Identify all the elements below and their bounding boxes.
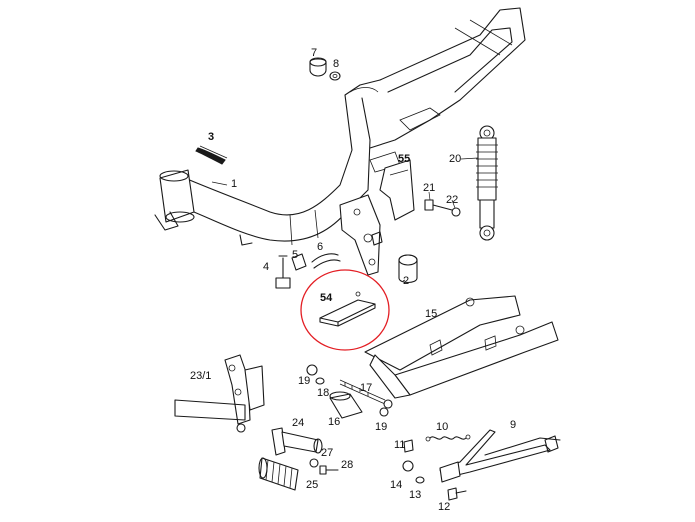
bolt-part-28 bbox=[319, 465, 339, 475]
bolt-part-4 bbox=[275, 255, 291, 289]
label-2: 2 bbox=[403, 275, 409, 287]
shock-absorber-part-20 bbox=[476, 125, 498, 241]
washer-part-8 bbox=[329, 71, 341, 81]
label-1: 1 bbox=[231, 178, 237, 190]
footrest-bracket-part-23-1 bbox=[174, 354, 265, 433]
spacer-part-5 bbox=[291, 253, 307, 271]
washer-part-13 bbox=[415, 476, 425, 484]
bracket-part-55 bbox=[379, 159, 415, 221]
label-22: 22 bbox=[446, 194, 458, 206]
label-6: 6 bbox=[317, 241, 323, 253]
bolt-part-21 bbox=[424, 199, 453, 211]
nut-part-27 bbox=[309, 458, 319, 468]
nut-part-22 bbox=[451, 207, 461, 217]
label-13: 13 bbox=[409, 489, 421, 501]
label-23-1: 23/1 bbox=[190, 370, 211, 382]
bolt-part-11 bbox=[403, 439, 414, 453]
label-21: 21 bbox=[423, 182, 435, 194]
label-10: 10 bbox=[436, 421, 448, 433]
footrest-peg-part-24 bbox=[271, 427, 323, 456]
label-15: 15 bbox=[425, 308, 437, 320]
label-5: 5 bbox=[292, 249, 298, 261]
nut-part-14 bbox=[402, 460, 414, 472]
part-labels: 1 2 3 4 5 6 7 8 9 10 11 12 13 14 15 16 1… bbox=[190, 47, 516, 513]
label-20: 20 bbox=[449, 153, 461, 165]
footrest-rubber-part-25 bbox=[258, 457, 299, 491]
bracket-part-6 bbox=[339, 194, 383, 276]
plate-part-54 bbox=[319, 291, 376, 327]
nut-part-19-top bbox=[306, 364, 318, 376]
highlight-circle-54 bbox=[300, 269, 390, 351]
washer-part-18 bbox=[315, 377, 325, 385]
spring-part-10 bbox=[425, 434, 471, 442]
label-7: 7 bbox=[311, 47, 317, 59]
label-28: 28 bbox=[341, 459, 353, 471]
bolt-part-17 bbox=[339, 379, 393, 409]
cap-part-7 bbox=[309, 57, 327, 77]
bushing-part-2 bbox=[398, 254, 418, 284]
label-11: 11 bbox=[394, 439, 405, 451]
nut-part-19-bottom bbox=[379, 407, 389, 417]
swing-arm-part-15 bbox=[364, 295, 559, 399]
bolt-part-12 bbox=[447, 487, 467, 501]
rubber-part-3 bbox=[195, 145, 228, 165]
label-14: 14 bbox=[390, 479, 402, 491]
label-27: 27 bbox=[321, 447, 333, 459]
label-4: 4 bbox=[263, 261, 269, 273]
label-19-bottom: 19 bbox=[375, 421, 387, 433]
leader-lines bbox=[211, 157, 479, 282]
side-stand-part-9 bbox=[439, 429, 561, 483]
hose-part-6-clip bbox=[311, 253, 341, 269]
label-55: 55 bbox=[398, 153, 410, 165]
label-18: 18 bbox=[317, 387, 329, 399]
label-16: 16 bbox=[328, 416, 340, 428]
label-3: 3 bbox=[208, 131, 214, 143]
label-8: 8 bbox=[333, 58, 339, 70]
label-54: 54 bbox=[320, 292, 333, 304]
pivot-tube-part-16 bbox=[329, 391, 363, 419]
label-17: 17 bbox=[360, 382, 372, 394]
label-9: 9 bbox=[510, 419, 516, 431]
label-25: 25 bbox=[306, 479, 318, 491]
label-12: 12 bbox=[438, 501, 450, 513]
label-19-top: 19 bbox=[298, 375, 310, 387]
label-24: 24 bbox=[292, 417, 304, 429]
frame-part-1 bbox=[154, 7, 526, 246]
